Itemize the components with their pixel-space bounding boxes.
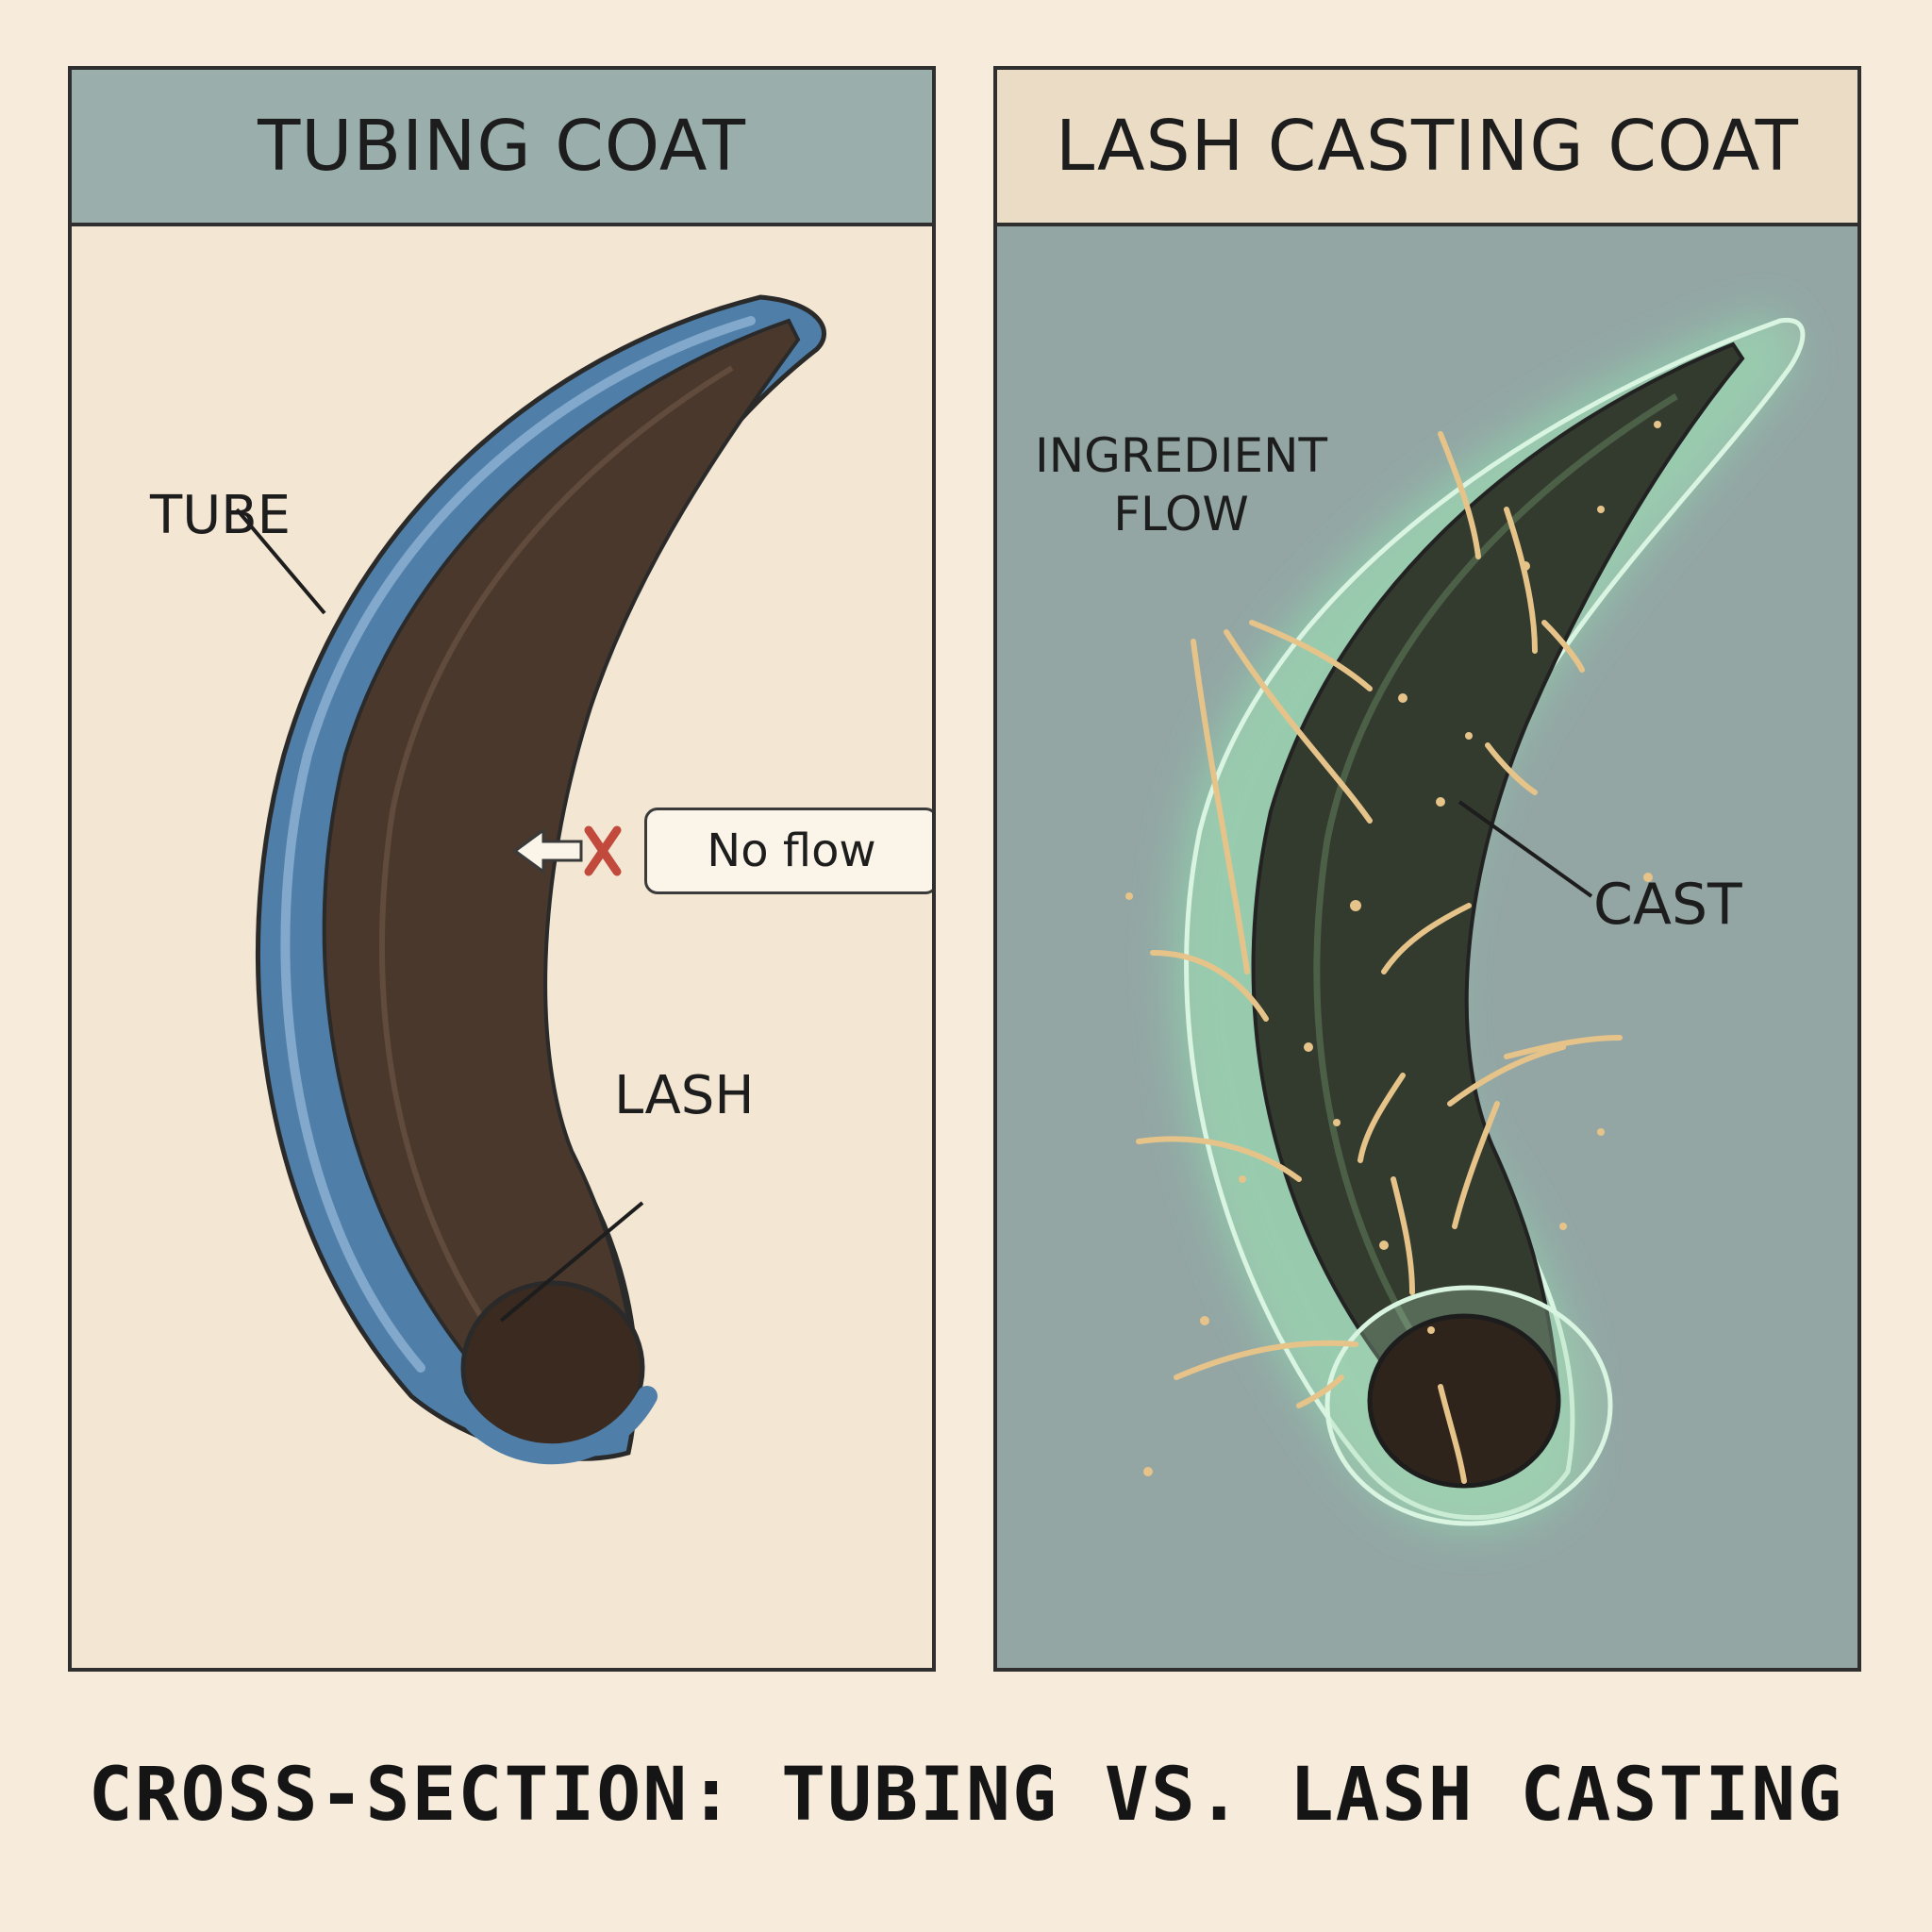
cast-lash-grain <box>1313 393 1678 1351</box>
lash-leader-line <box>499 1201 644 1323</box>
particle <box>1143 1467 1153 1476</box>
particle <box>1465 732 1473 740</box>
flow-arrow <box>1174 1340 1358 1380</box>
particle <box>1379 1241 1389 1250</box>
particle <box>1559 1223 1567 1230</box>
lash-casting-coat-panel: LASH CASTING COAT <box>993 66 1861 1672</box>
particle <box>1304 1042 1313 1052</box>
tubing-illustration <box>72 226 932 1668</box>
particle <box>1436 797 1445 807</box>
particle <box>1350 900 1361 911</box>
flow-arrow <box>1296 1374 1344 1408</box>
flow-arrow <box>1224 629 1373 824</box>
no-flow-arrow <box>512 827 583 874</box>
flow-arrow <box>1447 1044 1566 1107</box>
particle <box>1597 506 1605 513</box>
particle <box>1654 421 1661 428</box>
casting-illustration <box>997 226 1857 1668</box>
particle <box>1597 1128 1605 1136</box>
ingredient-particles <box>1125 421 1661 1476</box>
particle <box>1333 1119 1341 1126</box>
flow-arrow <box>1136 1136 1302 1182</box>
flow-arrow <box>1504 507 1538 654</box>
flow-arrow <box>1438 431 1481 559</box>
tube-label: TUBE <box>150 485 291 546</box>
flow-arrow <box>1485 742 1538 795</box>
flow-arrow <box>1357 1073 1406 1163</box>
cast-leader-line <box>1457 800 1593 898</box>
cast-label: CAST <box>1593 872 1742 938</box>
lash-label: LASH <box>614 1065 755 1126</box>
cast-lash-end-cap <box>1367 1313 1561 1489</box>
particle <box>1200 1316 1209 1325</box>
ingredient-flow-label-line1: INGREDIENT <box>1035 428 1328 483</box>
diagram-caption: CROSS-SECTION: TUBING VS. LASH CASTING <box>88 1753 1844 1838</box>
flow-arrow <box>1438 1384 1467 1484</box>
tubing-diagram-svg <box>235 294 826 1465</box>
flow-arrow <box>1391 1176 1415 1295</box>
tubing-coat-panel: TUBING COAT TUBE LASH No flow <box>68 66 936 1672</box>
flow-arrow <box>1381 903 1472 974</box>
flow-arrow <box>1541 620 1585 673</box>
ingredient-flow-label: INGREDIENT FLOW <box>1035 426 1327 543</box>
x-mark-icon <box>584 825 622 876</box>
particle <box>1125 892 1133 900</box>
tube-leader-line <box>235 508 326 615</box>
particle <box>1427 1326 1435 1334</box>
lash-casting-coat-title: LASH CASTING COAT <box>997 70 1857 226</box>
casting-diagram-svg <box>1125 311 1806 1531</box>
lash-grain <box>379 365 734 1341</box>
particle <box>1239 1175 1246 1183</box>
flow-arrow <box>1150 950 1269 1022</box>
particle <box>1521 561 1530 571</box>
flow-arrow <box>1504 1035 1623 1059</box>
flow-arrow <box>1191 639 1250 974</box>
flow-arrow <box>1452 1101 1500 1229</box>
tubing-coat-title: TUBING COAT <box>72 70 932 226</box>
no-flow-callout: No flow <box>644 808 932 894</box>
tube-end-lip <box>434 1362 658 1465</box>
ingredient-flow-arrows <box>1136 431 1623 1484</box>
particle <box>1398 693 1407 703</box>
ingredient-flow-label-line2: FLOW <box>1113 487 1249 541</box>
tube-highlight <box>280 316 756 1373</box>
flow-arrow <box>1249 620 1373 691</box>
particle <box>1643 873 1653 882</box>
